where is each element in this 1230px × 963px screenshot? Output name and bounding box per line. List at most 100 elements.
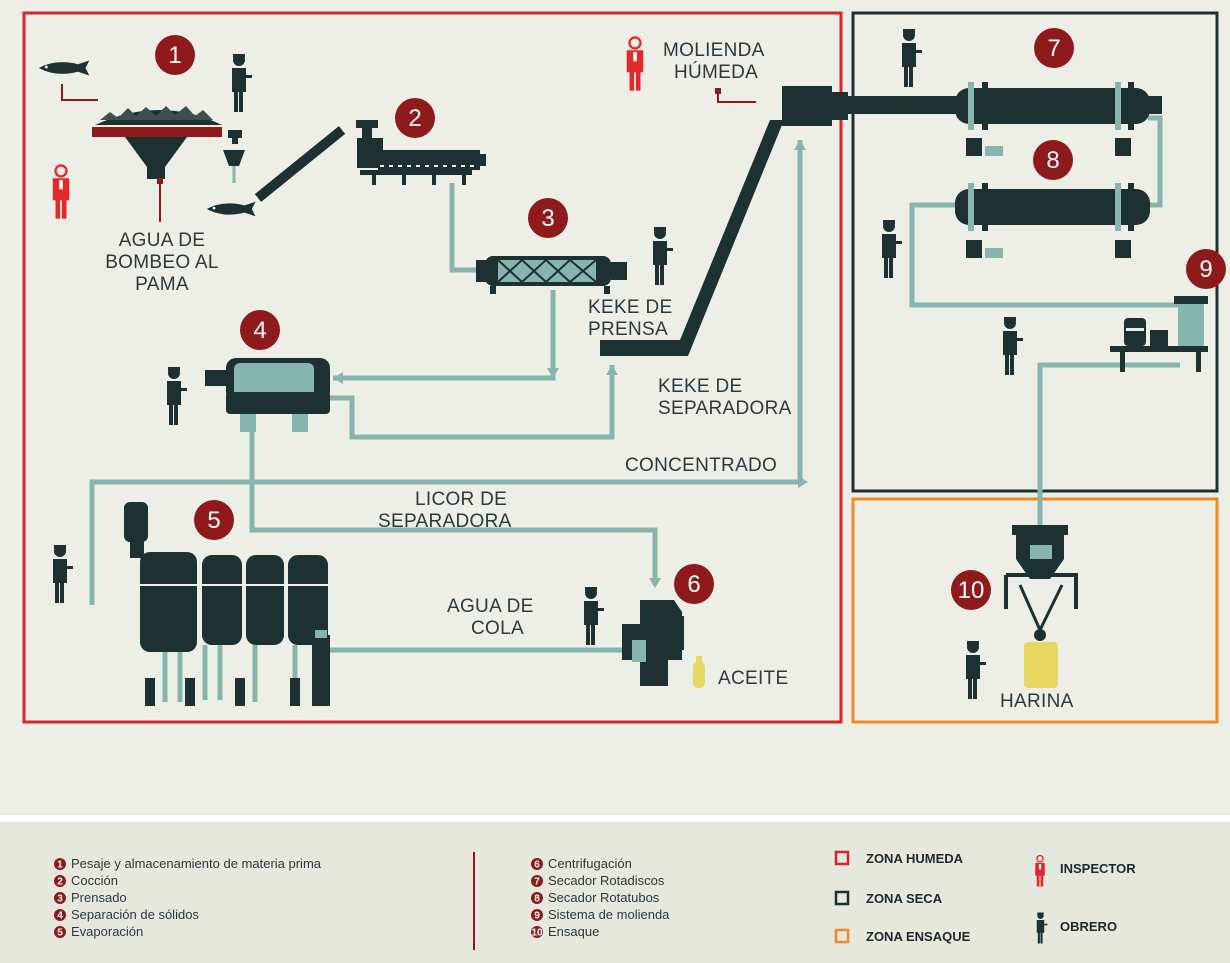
pipe-arrows	[333, 140, 808, 588]
keke-separadora-label-2: SEPARADORA	[658, 398, 792, 419]
legend-zone-humeda: ZONA HUMEDA	[866, 851, 964, 866]
legend-step-number: 10	[531, 928, 543, 939]
legend-step-number: 6	[534, 860, 540, 871]
legend-step-number: 8	[534, 894, 540, 905]
oil-bottle-icon	[693, 662, 705, 688]
evaporator-machine	[124, 502, 330, 706]
keke-prensa-label-2: PRENSA	[588, 319, 668, 340]
legend-step-item: 7 Secador Rotadiscos	[531, 873, 665, 888]
agua-bombeo-label-1: AGUA DE	[119, 230, 206, 251]
keke-prensa-label-1: KEKE DE	[588, 297, 672, 318]
step-badge-number: 2	[408, 105, 421, 132]
agua-cola-label-1: AGUA DE	[447, 596, 534, 617]
step-badge-number: 1	[168, 42, 181, 69]
step-badge-9: 9	[1186, 249, 1226, 289]
cooker-machine	[356, 120, 486, 185]
licor-label-2: SEPARADORA	[378, 511, 512, 532]
wet-zone-frame	[22, 11, 843, 724]
keke-separadora-label-1: KEKE DE	[658, 376, 742, 397]
rotadisc-dryer	[848, 82, 1162, 156]
rotatube-dryer	[955, 183, 1150, 258]
legend-step-text: Evaporación	[71, 924, 143, 939]
bagging-zone-frame	[851, 497, 1219, 724]
pipes	[89, 115, 1180, 653]
step-badge-number: 4	[253, 317, 266, 344]
legend-zone-ensaque: ZONA ENSAQUE	[866, 929, 971, 944]
harina-label: HARINA	[1000, 691, 1074, 712]
step-badge-7: 7	[1034, 28, 1074, 68]
step-badge-10: 10	[951, 570, 991, 610]
legend-obrero: OBRERO	[1060, 919, 1117, 934]
hopper-machine	[38, 60, 346, 222]
step-badge-number: 6	[687, 571, 700, 598]
legend-step-number: 4	[57, 911, 63, 922]
legend-step-number: 9	[534, 911, 540, 922]
concentrado-label: CONCENTRADO	[625, 455, 777, 476]
step-badge-3: 3	[528, 198, 568, 238]
centrifuge-machine	[622, 600, 705, 688]
legend-step-number: 3	[57, 894, 63, 905]
legend-step-text: Ensaque	[548, 924, 599, 939]
legend-step-text: Secador Rotatubos	[548, 890, 660, 905]
legend-steps-col2: 6 Centrifugación 7 Secador Rotadiscos 8 Secad…	[531, 856, 670, 939]
legend-step-number: 2	[57, 877, 63, 888]
legend-step-item: 9 Sistema de molienda	[531, 907, 670, 922]
agua-bombeo-label-2: BOMBEO AL	[105, 252, 219, 273]
step-badge-number: 3	[541, 205, 554, 232]
step-badge-8: 8	[1033, 140, 1073, 180]
step-badge-number: 5	[207, 507, 220, 534]
diagram-labels: AGUA DE BOMBEO AL PAMA MOLIENDA HÚMEDA K…	[105, 40, 1073, 712]
legend-step-text: Prensado	[71, 890, 127, 905]
legend-inspector: INSPECTOR	[1060, 861, 1136, 876]
legend-steps-col1: 1 Pesaje y almacenamiento de materia prim…	[54, 856, 322, 939]
agua-cola-label-2: COLA	[471, 618, 524, 639]
legend-step-item: 1 Pesaje y almacenamiento de materia prim…	[54, 856, 322, 871]
molienda-label-1: MOLIENDA	[663, 40, 765, 61]
step-badge-6: 6	[674, 564, 714, 604]
aceite-label: ACEITE	[718, 668, 788, 689]
bagging-zone-swatch	[834, 928, 850, 944]
legend-step-item: 3 Prensado	[54, 890, 127, 905]
legend-step-item: 5 Evaporación	[54, 924, 143, 939]
licor-label-1: LICOR DE	[415, 489, 507, 510]
legend-background	[0, 822, 1230, 963]
agua-bombeo-label-3: PAMA	[135, 274, 189, 295]
legend-step-text: Secador Rotadiscos	[548, 873, 665, 888]
legend-step-item: 8 Secador Rotatubos	[531, 890, 660, 905]
legend-step-item: 4 Separación de sólidos	[54, 907, 199, 922]
legend-zone-seca: ZONA SECA	[866, 891, 943, 906]
step-badge-4: 4	[240, 310, 280, 350]
legend-step-number: 1	[57, 860, 63, 871]
legend-step-item: 2 Cocción	[54, 873, 118, 888]
step-badges: 1 2 3 4 5 6 7 8 9 10	[155, 28, 1226, 610]
bagging-machine	[1004, 525, 1078, 688]
legend-step-text: Pesaje y almacenamiento de materia prima	[71, 856, 322, 871]
step-badge-number: 10	[958, 577, 985, 604]
dry-zone-frame	[851, 11, 1219, 493]
legend-step-item: 6 Centrifugación	[531, 856, 632, 871]
legend-step-number: 5	[57, 928, 63, 939]
legend-step-text: Cocción	[71, 873, 118, 888]
dry-zone-swatch	[834, 890, 850, 906]
step-badge-number: 8	[1046, 147, 1059, 174]
step-badge-5: 5	[194, 500, 234, 540]
legend-step-text: Separación de sólidos	[71, 907, 199, 922]
step-badge-number: 7	[1047, 35, 1060, 62]
legend: 1 Pesaje y almacenamiento de materia prim…	[54, 850, 1136, 950]
mill-system-machine	[1110, 296, 1208, 372]
legend-step-text: Centrifugación	[548, 856, 632, 871]
flour-bag-icon	[1024, 642, 1058, 688]
press-machine	[476, 256, 627, 294]
legend-step-number: 7	[534, 877, 540, 888]
step-badge-2: 2	[395, 98, 435, 138]
wet-zone-swatch	[834, 850, 850, 866]
legend-step-text: Sistema de molienda	[548, 907, 670, 922]
step-badge-1: 1	[155, 35, 195, 75]
molienda-label-2: HÚMEDA	[674, 61, 758, 83]
press-cake-conveyor	[600, 120, 784, 356]
separator-machine	[205, 358, 330, 432]
wet-mill-machine	[715, 86, 848, 126]
legend-step-item: 10 Ensaque	[531, 924, 599, 939]
step-badge-number: 9	[1199, 256, 1212, 283]
